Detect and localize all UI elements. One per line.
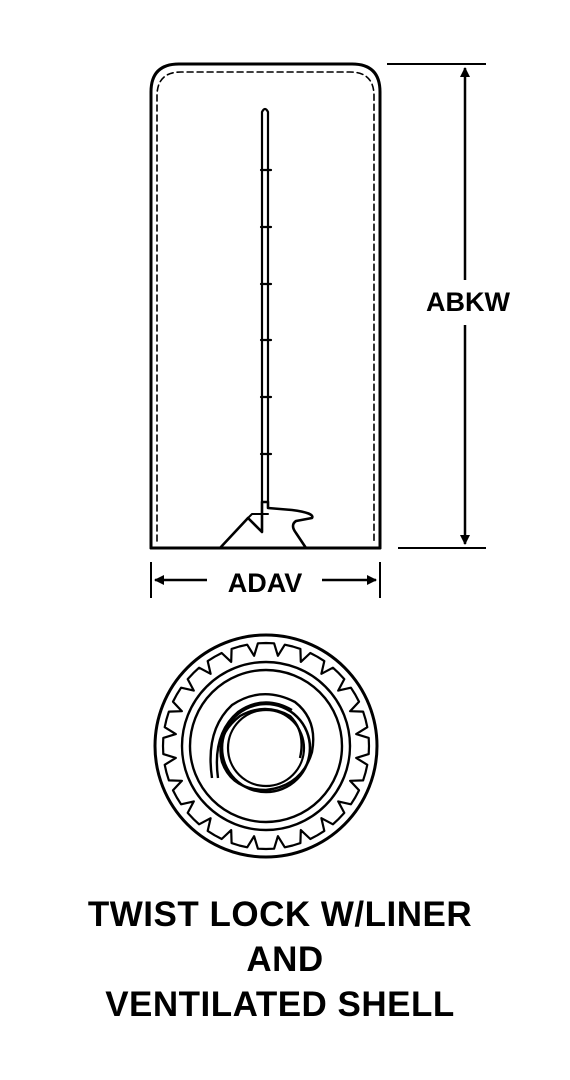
stem-ticks (259, 168, 273, 456)
height-dimension (387, 63, 486, 549)
caption-line-1: TWIST LOCK W/LINER (87, 895, 473, 934)
inner-ring-2 (188, 668, 344, 824)
width-dimension (150, 562, 381, 598)
caption-line-2: AND (246, 940, 324, 979)
side-view (149, 62, 382, 550)
outer-rim (153, 633, 379, 859)
center-hole-inner (226, 708, 306, 788)
spiral-liner (209, 692, 315, 792)
vent-stem (260, 107, 270, 504)
inner-ring-1 (180, 660, 352, 832)
caption-line-3: VENTILATED SHELL (105, 985, 455, 1024)
width-dimension-label: ADAV (228, 568, 303, 598)
top-view (153, 633, 379, 859)
spiral-liner-inner (215, 701, 293, 779)
height-dimension-label: ABKW (426, 287, 510, 317)
shell-outline (149, 62, 382, 550)
liner-dashed-line (156, 71, 375, 542)
lock-profile (218, 500, 314, 550)
knurl-ring (161, 641, 371, 851)
lock-inner-line (247, 513, 269, 519)
center-hole (220, 702, 312, 794)
diagram-caption: TWIST LOCK W/LINER AND VENTILATED SHELL (0, 892, 570, 1027)
